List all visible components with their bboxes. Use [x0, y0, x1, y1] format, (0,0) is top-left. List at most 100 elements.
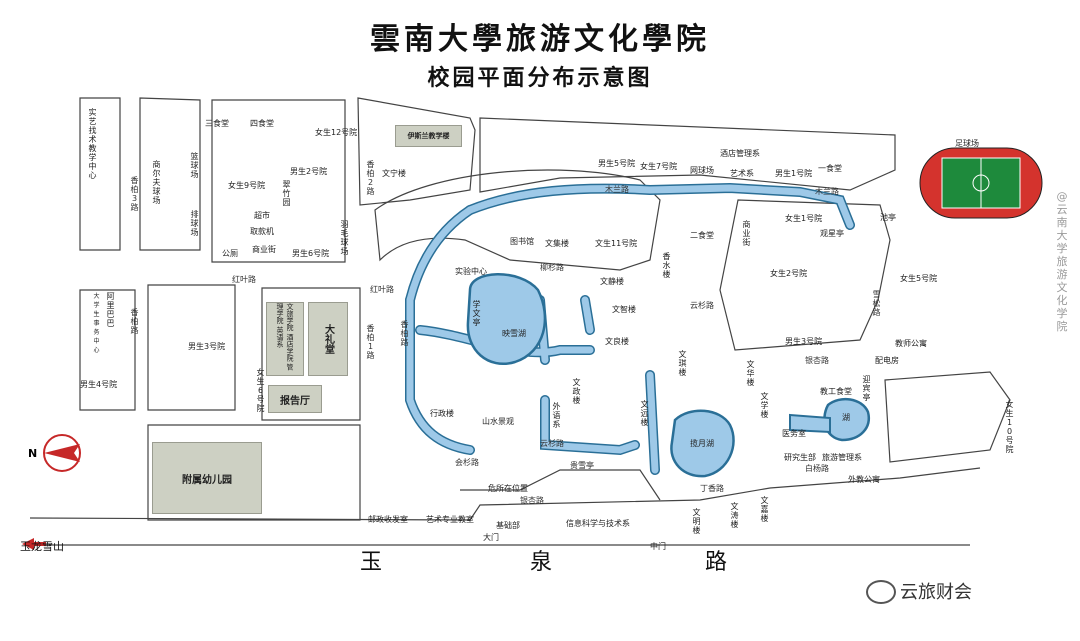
- map-title: 雲南大學旅游文化學院: [370, 22, 710, 57]
- label-yimin: 医务室: [782, 429, 806, 438]
- label-wen11: 文生11号院: [595, 239, 638, 248]
- label-cuiyuan: 翠竹园: [282, 180, 291, 207]
- label-wenji: 文集楼: [545, 239, 569, 248]
- academies-block: 文旅学院 酒店学院 管理学院 英语系: [266, 302, 304, 376]
- label-lab: 实验中心: [455, 267, 487, 276]
- label-waiyu: 外语系: [552, 402, 561, 429]
- label-admin: 行政楼: [430, 409, 454, 418]
- label-female6: 女生6号院: [256, 368, 265, 413]
- label-wenhua: 文华楼: [746, 360, 755, 387]
- label-female9: 女生9号院: [228, 181, 266, 190]
- label-xuewen: 学文亭: [472, 300, 481, 327]
- road-xiangbai-1: 香柏路: [130, 308, 139, 335]
- road-mulan-1: 木兰路: [605, 185, 629, 194]
- label-male6: 男生6号院: [292, 249, 330, 258]
- label-wenxue: 文学楼: [760, 392, 769, 419]
- road-dingxiang: 丁香路: [700, 484, 724, 493]
- north-label: N: [28, 447, 38, 460]
- label-commercial: 商业街: [252, 245, 276, 254]
- label-canteen3: 三食堂: [205, 119, 229, 128]
- main-gate-label: 大门: [483, 533, 499, 542]
- watermark: 云旅财会: [900, 582, 972, 603]
- road-baiyang: 白杨路: [805, 464, 829, 473]
- label-canteen2: 二食堂: [690, 231, 714, 240]
- label-wending: 文宁楼: [382, 169, 406, 178]
- map-subtitle: 校园平面分布示意图: [427, 65, 653, 91]
- road-mulan-3: 香柏路: [400, 320, 409, 347]
- label-alibaba: 阿里巴巴: [106, 292, 115, 328]
- label-male1: 男生1号院: [775, 169, 813, 178]
- label-wenjia: 文嘉楼: [760, 496, 769, 523]
- label-wenchuang: 文涛楼: [730, 502, 739, 529]
- kindergarten: 附属幼儿园: [152, 442, 262, 514]
- label-lvyou: 旅游管理系: [822, 453, 862, 462]
- label-xiangshui: 香水楼: [662, 252, 671, 279]
- middle-gate-label: 中门: [650, 542, 666, 551]
- label-guanxing: 观星亭: [820, 229, 844, 238]
- road-yunshan-2: 云杉路: [540, 439, 564, 448]
- road-xiangbai2: 香柏2路: [366, 160, 375, 196]
- label-welcome: 迎宾亭: [862, 375, 871, 402]
- label-power: 配电房: [875, 356, 899, 365]
- label-canteen4: 四食堂: [250, 119, 274, 128]
- label-staff-canteen: 教工食堂: [820, 387, 852, 396]
- fuyue-lake-label: 揽月湖: [690, 439, 714, 448]
- label-wenzhi: 文智楼: [612, 305, 636, 314]
- label-express: 取款机: [250, 227, 274, 236]
- label-foreign-apt: 外教公寓: [848, 475, 880, 484]
- yingxue-lake: [466, 273, 547, 365]
- label-teacher-apt: 教师公寓: [895, 339, 927, 348]
- main-road-char-2: 泉: [530, 550, 553, 575]
- yingxue-lake-label: 映雪湖: [502, 329, 526, 338]
- label-wenjing: 文静楼: [600, 277, 624, 286]
- label-guest: 贵雪亭: [570, 461, 594, 470]
- label-male5: 男生5号院: [598, 159, 636, 168]
- label-postoffice: 邮政收发室: [368, 515, 408, 524]
- label-wenming: 文明楼: [692, 508, 701, 535]
- road-outlines: [29, 97, 1011, 546]
- label-hotel: 酒店管理系: [720, 149, 760, 158]
- road-hongye-2: 红叶路: [370, 285, 394, 294]
- road-yinxing-2: 银杏路: [520, 496, 544, 505]
- label-foundation: 基础部: [496, 521, 520, 530]
- label-male7: 女生7号院: [640, 162, 678, 171]
- auditorium: 大礼堂: [308, 302, 348, 376]
- label-male4: 男生4号院: [80, 380, 118, 389]
- label-supermarket: 超市: [254, 211, 270, 220]
- arrow-left-icon: [22, 538, 46, 550]
- label-commerce: 商业街: [742, 220, 751, 247]
- label-female1: 女生1号院: [785, 214, 823, 223]
- small-lake-label: 湖: [842, 413, 850, 422]
- label-shang: 商尔夫球场: [152, 160, 161, 205]
- label-arttrain: 艺术专业教室: [426, 515, 474, 524]
- side-watermark: @云南大学旅游文化学院: [1056, 190, 1068, 333]
- football-field: [919, 147, 1043, 219]
- label-arts-center: 实艺找术教学中心: [88, 108, 97, 180]
- label-sports: 足球场: [955, 139, 979, 148]
- label-yanjiu: 研究生部: [784, 453, 816, 462]
- road-hongye-1: 红叶路: [232, 275, 256, 284]
- road-xiangbai3: 香柏3路: [130, 176, 139, 212]
- label-dormnew: 危所在位置: [488, 484, 528, 493]
- road-yinxing-1: 银杏路: [805, 356, 829, 365]
- label-female5: 女生5号院: [900, 274, 938, 283]
- label-library: 图书馆: [510, 237, 534, 246]
- label-university-center: 大学生事务中心: [93, 293, 100, 354]
- wechat-icon: [866, 580, 896, 604]
- road-liushan: 柳杉路: [540, 263, 564, 272]
- road-yunshan-1: 云杉路: [690, 301, 714, 310]
- label-canteen1: 一食堂: [818, 164, 842, 173]
- label-art: 艺术系: [730, 169, 754, 178]
- label-female2: 女生2号院: [770, 269, 808, 278]
- label-shanshui: 山水景观: [482, 417, 514, 426]
- road-xuesong: 雪松路: [872, 290, 881, 317]
- road-xiangbai1: 香柏1路: [366, 324, 375, 360]
- label-female12: 女生12号院: [315, 128, 358, 137]
- road-mulan-2: 木兰路: [815, 187, 839, 196]
- direction-sign: 玉龙雪山: [20, 540, 64, 553]
- lake-channel: [789, 413, 831, 434]
- lecture-hall: 报告厅: [268, 385, 322, 413]
- label-basketball: 篮球场: [190, 152, 199, 179]
- label-badminton: 羽毛球场: [340, 220, 349, 256]
- islamic-building: 伊斯兰教学楼: [395, 125, 462, 147]
